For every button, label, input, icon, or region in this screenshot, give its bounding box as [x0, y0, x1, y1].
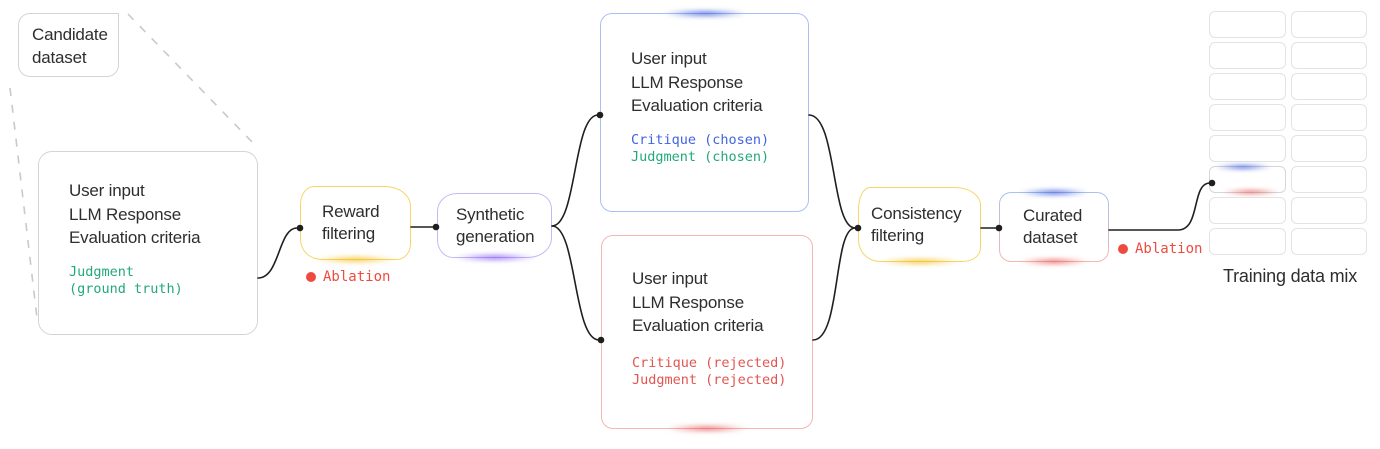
- connector-chosen-to-consistency: [808, 114, 856, 229]
- field-evaluation-criteria: Evaluation criteria: [632, 316, 764, 335]
- reward-filtering-label: Reward filtering: [322, 202, 380, 243]
- grid-cell: [1291, 104, 1367, 131]
- ablation-label: Ablation: [1135, 241, 1203, 257]
- reward-filtering-node: Reward filtering: [300, 186, 411, 263]
- field-user-input: User input: [631, 49, 707, 68]
- ablation-dot-icon: [306, 272, 316, 282]
- yellow-glow: [313, 256, 398, 263]
- synthetic-generation-label: Synthetic generation: [456, 204, 535, 246]
- ablation-label: Ablation: [323, 269, 391, 285]
- field-user-input: User input: [69, 181, 145, 200]
- grid-cell: [1291, 166, 1367, 193]
- field-llm-response: LLM Response: [631, 72, 743, 92]
- field-evaluation-criteria: Evaluation criteria: [69, 228, 201, 247]
- cell-red-glow: [1221, 189, 1280, 195]
- consistency-filtering-node: Consistency filtering: [858, 187, 981, 265]
- grid-cell: [1209, 73, 1286, 100]
- rejected-fields: User input LLM Response Evaluation crite…: [632, 267, 812, 338]
- grid-cell: [1291, 42, 1367, 69]
- training-data-mix-label: Training data mix: [1223, 266, 1357, 286]
- training-grid: [1209, 11, 1367, 255]
- critique-chosen-annotation: Critique (chosen): [631, 131, 770, 148]
- connector-synthetic-to-chosen: [551, 114, 599, 227]
- curated-dataset-label: Curated dataset: [1023, 206, 1083, 247]
- connector-source-to-reward: [257, 227, 298, 279]
- candidate-dataset-box: Candidate dataset: [18, 13, 119, 77]
- lens-dashed-line-right: [127, 13, 255, 145]
- lens-dashed-line-left: [9, 87, 38, 319]
- grid-cell: [1291, 11, 1367, 38]
- purple-glow: [452, 254, 537, 261]
- chosen-annotations: Critique (chosen) Judgment (chosen): [631, 132, 808, 167]
- ablation-flag-reward: Ablation: [306, 269, 390, 285]
- source-annotations: Judgment (ground truth): [69, 264, 257, 299]
- critique-rejected-annotation: Critique (rejected): [632, 354, 787, 371]
- judgment-annotation: Judgment: [69, 263, 135, 280]
- grid-cell: [1209, 11, 1286, 38]
- judgment-chosen-annotation: Judgment (chosen): [631, 149, 770, 165]
- field-llm-response: LLM Response: [632, 292, 744, 312]
- red-glow: [1019, 258, 1089, 265]
- grid-cell: [1209, 197, 1286, 224]
- red-glow: [665, 425, 749, 432]
- ablation-flag-curated: Ablation: [1118, 241, 1202, 257]
- grid-cell: [1291, 135, 1367, 162]
- grid-cell: [1209, 42, 1286, 69]
- consistency-filtering-label: Consistency filtering: [871, 203, 962, 245]
- curated-dataset-node: Curated dataset: [999, 189, 1109, 265]
- field-llm-response: LLM Response: [69, 204, 181, 224]
- judgment-rejected-annotation: Judgment (rejected): [632, 372, 787, 388]
- field-evaluation-criteria: Evaluation criteria: [631, 96, 763, 115]
- grid-cell: [1291, 73, 1367, 100]
- chosen-example-box: User input LLM Response Evaluation crite…: [600, 10, 809, 212]
- connector-rejected-to-consistency: [812, 227, 856, 341]
- ablation-dot-icon: [1118, 244, 1128, 254]
- candidate-dataset-label: Candidate dataset: [32, 25, 108, 67]
- rejected-annotations: Critique (rejected) Judgment (rejected): [632, 355, 812, 390]
- rejected-example-box: User input LLM Response Evaluation crite…: [601, 235, 813, 432]
- cell-blue-glow: [1214, 164, 1272, 170]
- grid-cell: [1209, 164, 1286, 195]
- yellow-glow: [877, 258, 962, 265]
- connector-synthetic-to-rejected: [551, 225, 600, 341]
- grid-cell: [1291, 197, 1367, 224]
- field-user-input: User input: [632, 269, 708, 288]
- connector-curated-to-grid: [1108, 182, 1211, 231]
- synthetic-generation-node: Synthetic generation: [437, 193, 552, 261]
- blue-glow: [1019, 189, 1089, 196]
- ground-truth-annotation: (ground truth): [69, 281, 183, 297]
- grid-cell: [1291, 228, 1367, 255]
- chosen-fields: User input LLM Response Evaluation crite…: [631, 47, 808, 118]
- grid-cell: [1209, 104, 1286, 131]
- grid-cell: [1209, 135, 1286, 162]
- blue-glow: [662, 10, 747, 17]
- source-example-box: User input LLM Response Evaluation crite…: [38, 151, 258, 335]
- grid-cell: [1209, 228, 1286, 255]
- source-fields: User input LLM Response Evaluation crite…: [69, 179, 257, 250]
